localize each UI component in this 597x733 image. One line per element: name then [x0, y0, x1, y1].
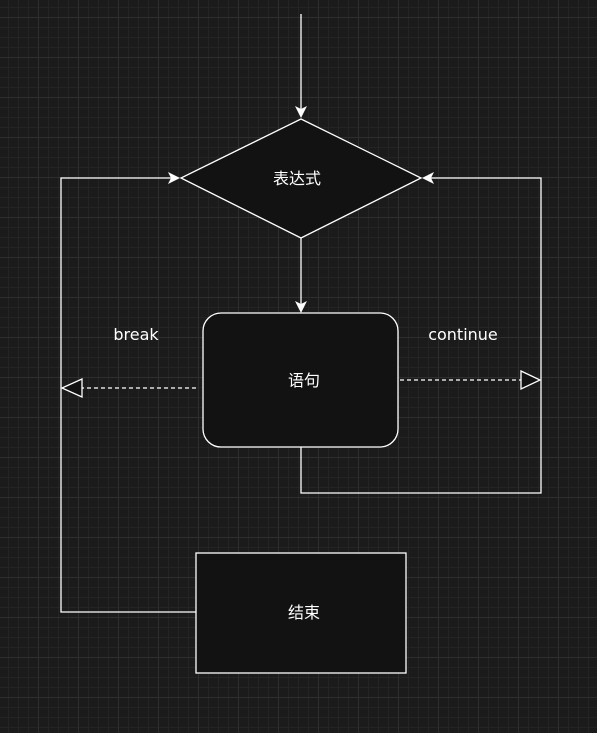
- continue-arrowhead: [520, 369, 542, 391]
- expression-label: 表达式: [273, 169, 321, 188]
- break-arrowhead: [60, 377, 83, 399]
- continue-label: continue: [428, 325, 498, 344]
- end-box[interactable]: [195, 552, 407, 674]
- loop-back-arrow: [300, 172, 542, 494]
- break-label: break: [113, 325, 159, 344]
- end-label: 结束: [288, 603, 320, 622]
- statement-label: 语句: [288, 371, 320, 390]
- end-to-expression-arrow: [60, 172, 196, 613]
